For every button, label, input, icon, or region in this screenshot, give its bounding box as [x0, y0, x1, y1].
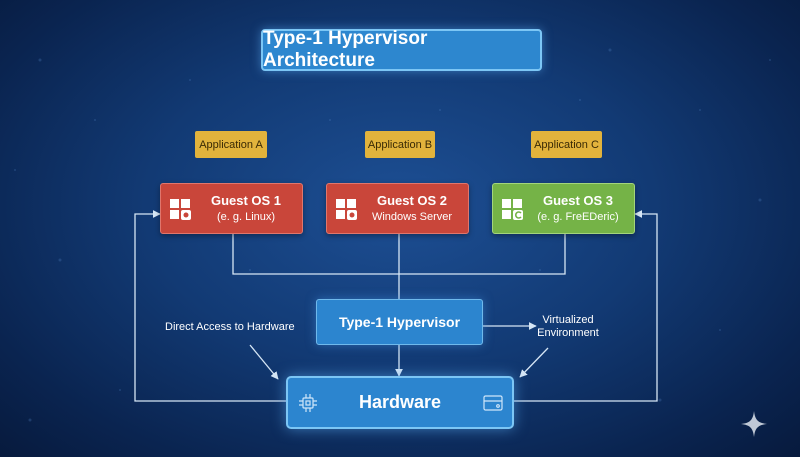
cpu-chip-icon — [299, 394, 317, 412]
direct-access-annotation: Direct Access to Hardware — [165, 321, 295, 333]
guest-os-3-box: Guest OS 3 (e. g. FreEDeric) — [492, 183, 635, 234]
guest-os-2-subtitle: Windows Server — [371, 210, 453, 223]
virtualized-environment-annotation: Virtualized Environment — [537, 314, 599, 339]
guest-os-3-name: Guest OS 3 — [542, 192, 614, 208]
application-c-label: Application C — [531, 131, 602, 158]
guest-os-1-subtitle: (e. g. Linux) — [216, 210, 276, 223]
disk-drive-icon — [483, 395, 503, 411]
guest-os-3-subtitle: (e. g. FreEDeric) — [537, 210, 619, 223]
sparkle-icon — [741, 411, 767, 437]
windows-grid-icon — [502, 198, 523, 220]
guest-os-1-name: Guest OS 1 — [210, 192, 282, 208]
application-a-label: Application A — [195, 131, 267, 158]
windows-grid-icon — [170, 198, 191, 220]
hypervisor-box: Type-1 Hypervisor — [316, 299, 483, 345]
hardware-label: Hardware — [358, 392, 442, 412]
hardware-box: Hardware — [286, 376, 514, 429]
guest-os-1-box: Guest OS 1 (e. g. Linux) — [160, 183, 303, 234]
guest-os-2-name: Guest OS 2 — [376, 192, 448, 208]
guest-os-2-box: Guest OS 2 Windows Server — [326, 183, 469, 234]
windows-grid-icon — [336, 198, 357, 220]
diagram-title: Type-1 Hypervisor Architecture — [261, 28, 542, 71]
application-b-label: Application B — [365, 131, 435, 158]
